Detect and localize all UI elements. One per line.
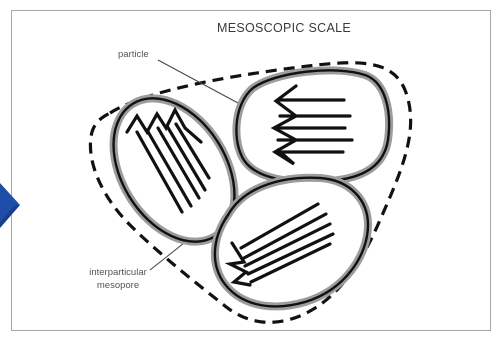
diagram-title: MESOSCOPIC SCALE xyxy=(217,22,351,34)
particle-upper-right xyxy=(236,70,389,182)
particle-bottom xyxy=(215,178,368,307)
mesopore-label: interparticular mesopore xyxy=(73,266,163,292)
particle-leader-line xyxy=(158,60,238,103)
particle-label: particle xyxy=(118,49,149,61)
